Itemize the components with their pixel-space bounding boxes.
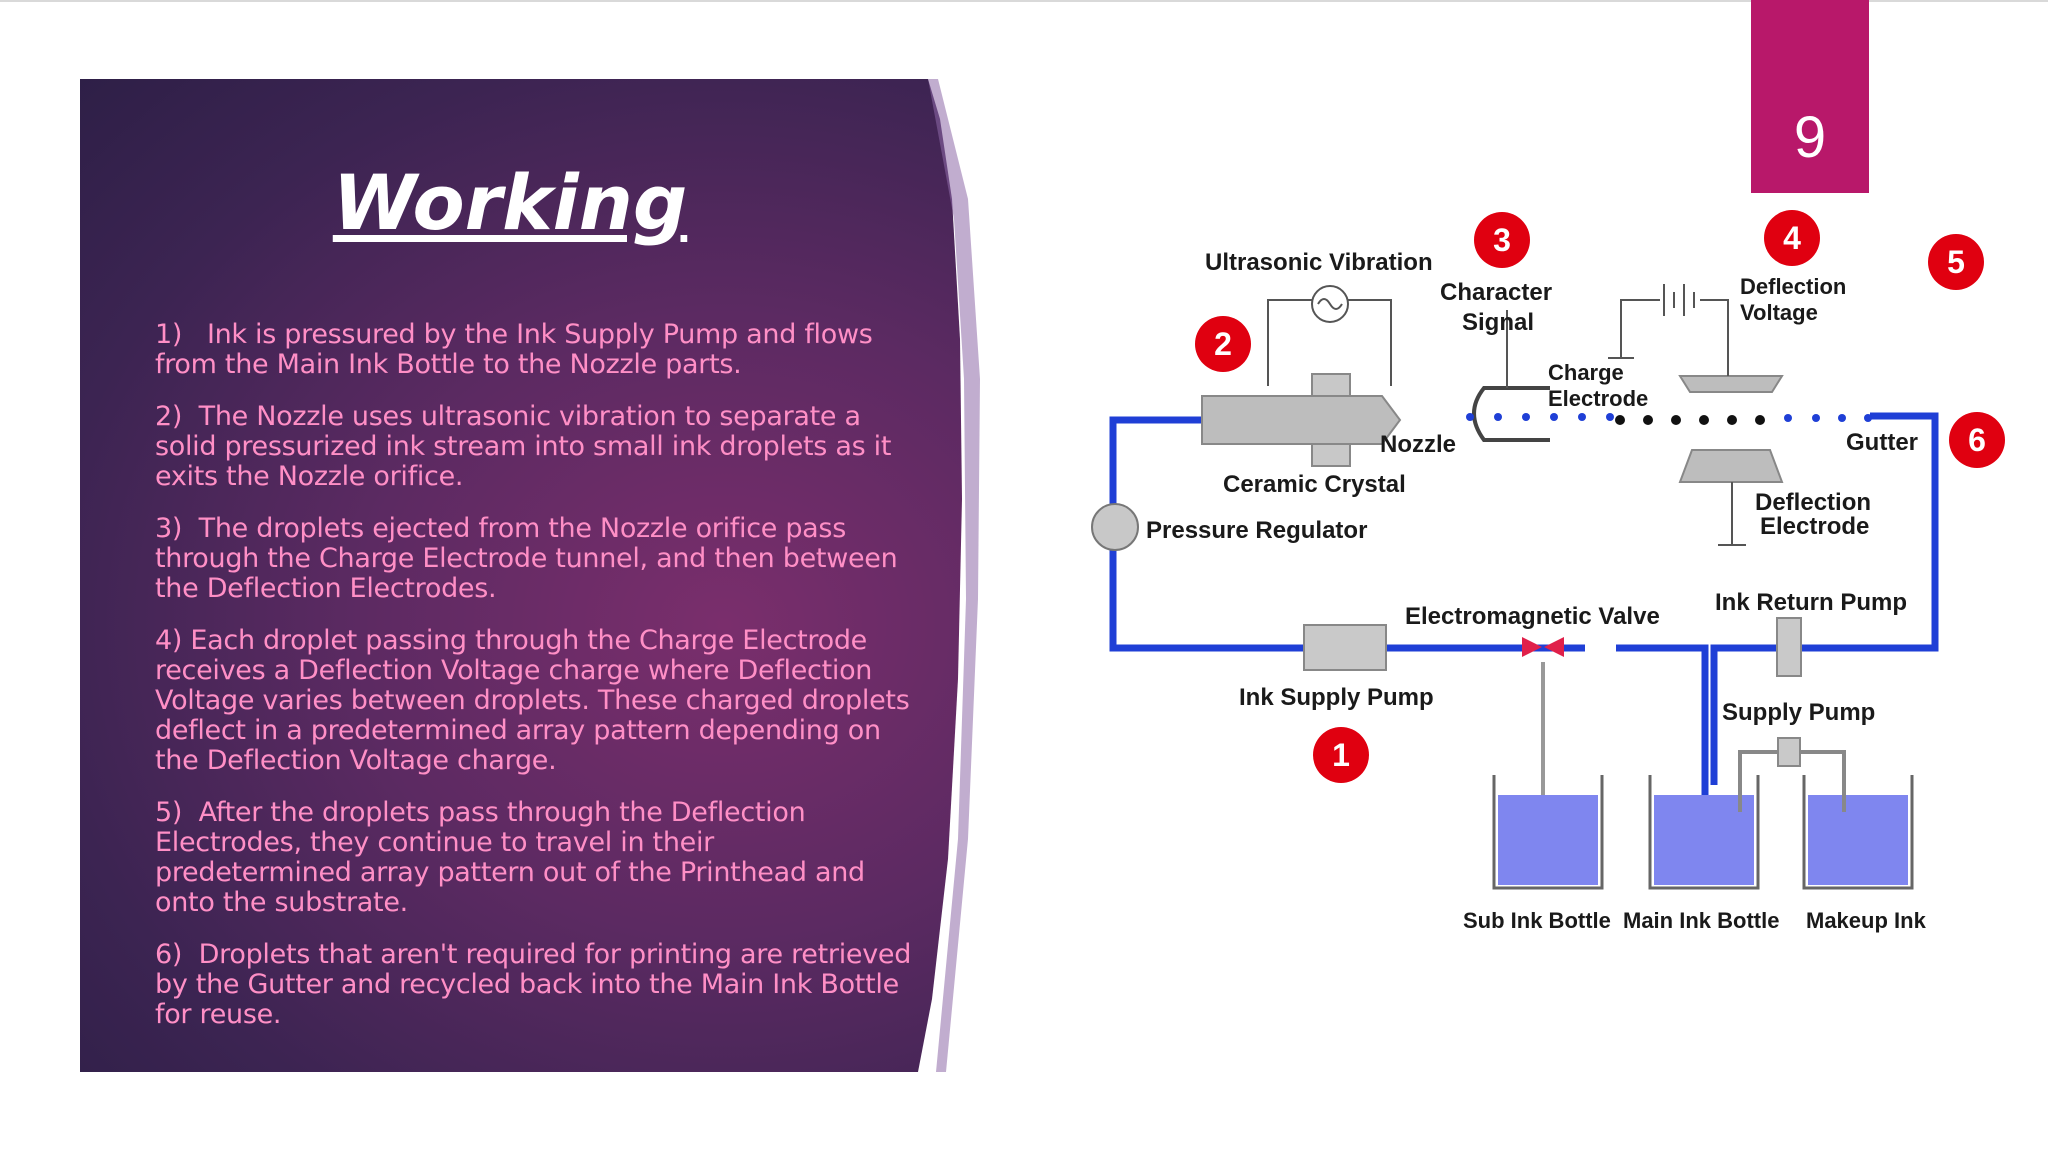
- pressure-regulator-icon: [1091, 503, 1139, 551]
- label-gutter: Gutter: [1846, 429, 1918, 456]
- droplet-stream: [1466, 413, 1872, 425]
- label-deflection-electrode-2: Electrode: [1760, 513, 1869, 540]
- return-pipe: [1710, 412, 1939, 785]
- ceramic-crystal-bottom: [1311, 443, 1351, 467]
- marker-6-label: 6: [1968, 422, 1986, 458]
- marker-3: 3: [1474, 212, 1530, 268]
- ink-return-pump-icon: [1776, 617, 1802, 677]
- label-charge-electrode-1: Charge: [1548, 360, 1624, 385]
- deflection-electrode-bottom: [1678, 449, 1784, 483]
- marker-2: 2: [1195, 316, 1251, 372]
- ceramic-crystal-top: [1311, 373, 1351, 397]
- marker-2-label: 2: [1214, 326, 1232, 362]
- label-sub-ink-bottle: Sub Ink Bottle: [1463, 908, 1611, 933]
- valve-left-icon: [1522, 637, 1542, 657]
- valve-right-icon: [1544, 637, 1564, 657]
- label-ultrasonic: Ultrasonic Vibration: [1205, 249, 1433, 276]
- deflection-electrode-top: [1678, 375, 1784, 393]
- step-3: 3) The droplets ejected from the Nozzle …: [155, 513, 898, 604]
- marker-6: 6: [1949, 412, 2005, 468]
- label-ceramic-crystal: Ceramic Crystal: [1223, 471, 1406, 498]
- slide-title: Working: [332, 158, 688, 247]
- nozzle-body-icon: [1201, 395, 1402, 445]
- marker-3-label: 3: [1493, 222, 1511, 258]
- marker-4-label: 4: [1783, 220, 1801, 256]
- sub-ink-fill: [1498, 795, 1598, 885]
- makeup-ink-bottle-icon: [1802, 775, 1914, 890]
- label-main-ink-bottle: Main Ink Bottle: [1623, 908, 1779, 933]
- label-nozzle: Nozzle: [1380, 431, 1456, 458]
- slide-number: 9: [1793, 105, 1827, 170]
- content-panel: [80, 79, 962, 1072]
- top-divider: [0, 0, 2048, 2]
- label-pressure-regulator: Pressure Regulator: [1146, 517, 1367, 544]
- ink-supply-pump-icon: [1303, 624, 1387, 671]
- inkjet-diagram: Ultrasonic Vibration Character Signal De…: [1091, 210, 2005, 933]
- valve-pipe-right: [1616, 644, 1709, 820]
- label-deflection-voltage-2: Voltage: [1740, 300, 1818, 325]
- battery-wire-right: [1700, 299, 1729, 376]
- sine-wave-icon: [1317, 298, 1343, 310]
- step-5: 5) After the droplets pass through the D…: [155, 797, 865, 918]
- bottles: [1492, 737, 1914, 890]
- label-makeup-ink: Makeup Ink: [1806, 908, 1927, 933]
- slide-number-badge: 9: [1751, 0, 1869, 193]
- battery-wire-left: [1620, 299, 1660, 330]
- battery-icon: [1663, 284, 1695, 316]
- marker-1: 1: [1313, 727, 1369, 783]
- step-6: 6) Droplets that aren't required for pri…: [155, 939, 912, 1030]
- label-deflection-electrode-1: Deflection: [1755, 489, 1871, 516]
- label-supply-pump: Supply Pump: [1722, 699, 1875, 726]
- charge-electrode-icon: [1472, 386, 1550, 442]
- marker-5-label: 5: [1947, 244, 1965, 280]
- sub-ink-bottle-icon: [1492, 775, 1604, 890]
- label-ink-return-pump: Ink Return Pump: [1715, 589, 1907, 616]
- working-steps-list: 1) Ink is pressured by the Ink Supply Pu…: [155, 320, 915, 1052]
- marker-4: 4: [1764, 210, 1820, 266]
- main-ink-bottle-icon: [1648, 775, 1760, 890]
- label-character-signal-2: Signal: [1462, 309, 1534, 336]
- step-4: 4) Each droplet passing through the Char…: [155, 625, 910, 776]
- marker-5: 5: [1928, 234, 1984, 290]
- supply-pump-pipes: [1738, 750, 1846, 812]
- label-charge-electrode-2: Electrode: [1548, 386, 1648, 411]
- supply-pump-icon: [1777, 737, 1801, 767]
- label-ink-supply-pump: Ink Supply Pump: [1239, 684, 1434, 711]
- makeup-ink-fill: [1808, 795, 1908, 885]
- marker-1-label: 1: [1332, 737, 1350, 773]
- step-1: 1) Ink is pressured by the Ink Supply Pu…: [155, 319, 873, 380]
- main-ink-fill: [1654, 795, 1754, 885]
- label-deflection-voltage-1: Deflection: [1740, 274, 1846, 299]
- label-character-signal-1: Character: [1440, 279, 1552, 306]
- label-electromagnetic-valve: Electromagnetic Valve: [1405, 603, 1660, 630]
- step-2: 2) The Nozzle uses ultrasonic vibration …: [155, 401, 892, 492]
